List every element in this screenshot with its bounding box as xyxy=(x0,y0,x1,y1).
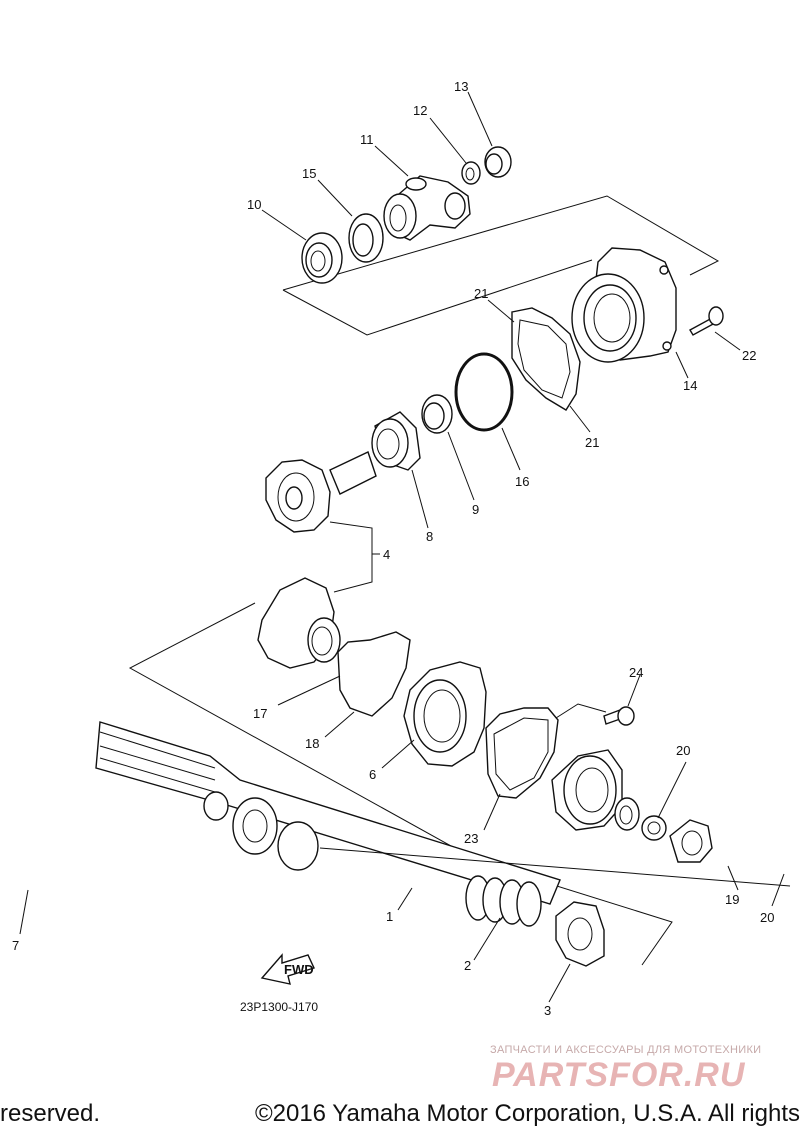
bearing-lower xyxy=(551,749,623,831)
fwd-label: FWD xyxy=(284,962,314,977)
oil-seal-10 xyxy=(301,232,343,284)
gasket-17 xyxy=(337,631,411,717)
label-part-22: 22 xyxy=(742,348,756,363)
label-part-23: 23 xyxy=(464,831,478,846)
fwd-arrow-icon: FWD xyxy=(260,953,315,985)
footer-copyright: ©2016 Yamaha Motor Corporation, U.S.A. A… xyxy=(254,1100,800,1127)
label-part-24: 24 xyxy=(629,665,643,680)
bearing-race-9 xyxy=(421,394,453,434)
label-part-7: 7 xyxy=(12,938,19,953)
label-part-1: 1 xyxy=(386,909,393,924)
label-part-14: 14 xyxy=(683,378,697,393)
diagram-code: 23P1300-J170 xyxy=(240,1000,318,1014)
label-part-2: 2 xyxy=(464,958,471,973)
label-part-20-bottom: 20 xyxy=(760,910,774,925)
watermark-tagline: ЗАПЧАСТИ И АКСЕССУАРЫ ДЛЯ МОТОТЕХНИКИ xyxy=(490,1044,762,1056)
o-ring-16 xyxy=(454,352,514,432)
collar-15 xyxy=(348,213,384,263)
ring-gear xyxy=(257,577,341,669)
footer-left-text: reserved. xyxy=(0,1100,101,1127)
watermark-logo: PARTSFOR.RU xyxy=(492,1056,746,1094)
spring-2 xyxy=(465,875,542,927)
label-part-4: 4 xyxy=(383,547,390,562)
bearing-housing-14 xyxy=(571,247,677,363)
label-part-6: 6 xyxy=(369,767,376,782)
gear-set-bracket xyxy=(329,521,373,593)
label-part-18: 18 xyxy=(305,736,319,751)
clip-20 xyxy=(641,815,667,841)
label-part-3: 3 xyxy=(544,1003,551,1018)
washer-lower xyxy=(614,797,640,831)
label-part-16: 16 xyxy=(515,474,529,489)
bolt-22 xyxy=(689,306,724,336)
bolt-24-bracket xyxy=(555,703,607,719)
label-part-13: 13 xyxy=(454,79,468,94)
universal-joint-yoke-11 xyxy=(383,175,471,241)
gasket-21 xyxy=(511,307,581,411)
label-part-10: 10 xyxy=(247,197,261,212)
washer-12 xyxy=(461,161,481,185)
label-part-8: 8 xyxy=(426,529,433,544)
nut-19 xyxy=(669,819,713,863)
dog-clutch-3 xyxy=(555,901,605,967)
bearing-housing-6 xyxy=(403,661,487,767)
upper-group-outline xyxy=(282,195,720,336)
label-part-15: 15 xyxy=(302,166,316,181)
label-part-19: 19 xyxy=(725,892,739,907)
label-part-12: 12 xyxy=(413,103,427,118)
label-part-21-top: 21 xyxy=(474,286,488,301)
gasket-23 xyxy=(485,707,559,799)
pinion-gear xyxy=(265,451,377,533)
label-part-20-top: 20 xyxy=(676,743,690,758)
label-part-11: 11 xyxy=(360,132,374,147)
drive-shaft-1 xyxy=(95,721,791,905)
bearing-8 xyxy=(371,411,421,471)
nut-13 xyxy=(484,146,512,178)
bolt-24 xyxy=(603,706,635,726)
label-part-17: 17 xyxy=(253,706,267,721)
label-part-9: 9 xyxy=(472,502,479,517)
label-part-21-bottom: 21 xyxy=(585,435,599,450)
leader-lines xyxy=(19,91,785,1003)
